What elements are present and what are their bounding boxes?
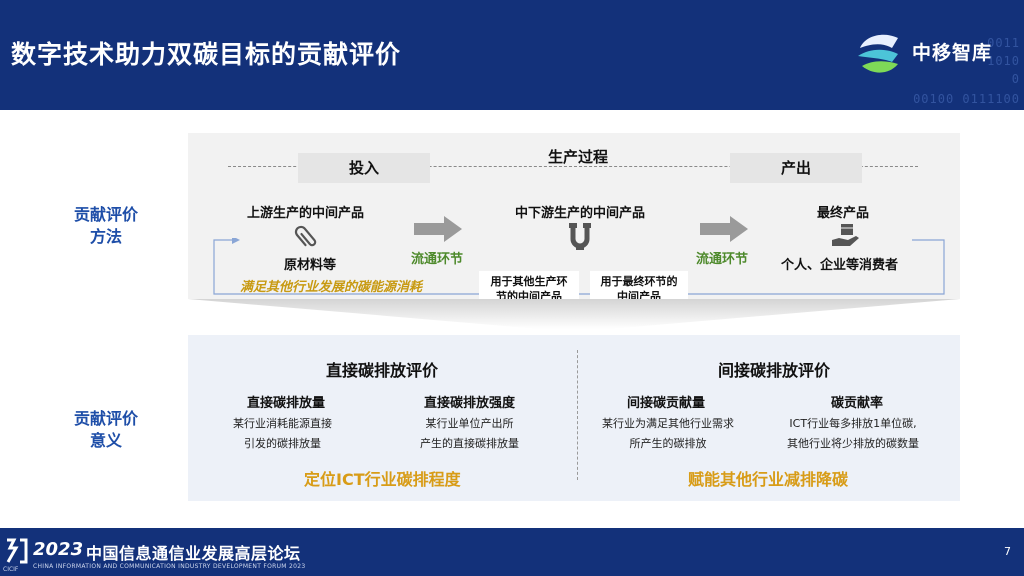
stage-output: 产出 (730, 153, 862, 183)
direct-amount-desc-2: 引发的碳排放量 (244, 437, 321, 450)
binary-decor-2: 1010 (987, 54, 1020, 68)
flow-arrow-icon (414, 216, 462, 242)
stage-divider-line (228, 166, 918, 167)
direct-amount-desc-1: 某行业消耗能源直接 (233, 417, 332, 430)
direct-conclusion: 定位ICT行业碳排程度 (304, 470, 461, 489)
final-product-sub: 个人、企业等消费者 (781, 258, 899, 273)
indirect-amount-desc-2: 所产生的碳排放 (629, 437, 707, 450)
feedback-loop-line (213, 238, 945, 295)
flow-label-1: 流通环节 (411, 252, 464, 267)
method-label-line1: 贡献评价 (73, 205, 138, 224)
feedback-text: 满足其他行业发展的碳能源消耗 (240, 280, 423, 295)
paperclip-icon (294, 225, 317, 247)
evaluation-panel (188, 335, 960, 501)
evaluation-divider (577, 350, 578, 480)
indirect-amount-title: 间接碳贡献量 (627, 396, 706, 411)
direct-intensity-desc-1: 某行业单位产出所 (425, 417, 514, 430)
indirect-conclusion: 赋能其他行业减排降碳 (688, 470, 849, 489)
upstream-product-title: 上游生产的中间产品 (247, 206, 365, 221)
direct-intensity-desc: 某行业单位产出所 产生的直接碳排放量 (420, 414, 519, 454)
indirect-amount-desc: 某行业为满足其他行业需求 所产生的碳排放 (602, 414, 734, 454)
contribution-rate-title: 碳贡献率 (831, 396, 884, 411)
forum-logo-icon (6, 538, 28, 564)
page-number: 7 (1004, 545, 1011, 558)
meaning-label-line2: 意义 (89, 431, 122, 450)
contribution-rate-desc-1: ICT行业每多排放1单位碳, (789, 417, 917, 430)
stage-input: 投入 (298, 153, 430, 183)
binary-decor-4: 00100 0111100 (913, 92, 1020, 106)
slide-footer: 2023 中国信息通信业发展高层论坛 CHINA INFORMATION AND… (0, 528, 1024, 576)
use-final-line1: 用于最终环节的 (600, 275, 678, 288)
final-product-title: 最终产品 (817, 206, 870, 221)
direct-intensity-title: 直接碳排放强度 (424, 396, 516, 411)
flow-arrow-icon-2 (700, 216, 748, 242)
hand-box-icon (832, 224, 859, 246)
direct-amount-title: 直接碳排放量 (247, 396, 326, 411)
use-other-line1: 用于其他生产环 (490, 275, 568, 288)
brand-logo-icon (858, 34, 898, 73)
pipe-magnet-icon (569, 223, 591, 250)
direct-amount-desc: 某行业消耗能源直接 引发的碳排放量 (233, 414, 332, 454)
upstream-product-sub: 原材料等 (284, 258, 337, 273)
indirect-amount-desc-1: 某行业为满足其他行业需求 (602, 417, 734, 430)
binary-decor-3: 0 (1011, 72, 1020, 86)
slide-title: 数字技术助力双碳目标的贡献评价 (11, 40, 402, 69)
midstream-product-title: 中下游生产的中间产品 (515, 206, 646, 221)
slide-header: 数字技术助力双碳目标的贡献评价 0011 1010 0 00100 011110… (0, 0, 1024, 110)
forum-year: 2023 (33, 539, 84, 560)
meaning-label: 贡献评价 意义 (66, 408, 146, 452)
contribution-rate-desc-2: 其他行业将少排放的碳数量 (787, 437, 919, 450)
binary-decor-1: 0011 (987, 36, 1020, 50)
forum-abbr: CICIF (3, 566, 19, 573)
indirect-eval-title: 间接碳排放评价 (718, 361, 831, 380)
method-label: 贡献评价 方法 (66, 204, 146, 248)
forum-subtitle: CHINA INFORMATION AND COMMUNICATION INDU… (33, 563, 306, 570)
direct-eval-title: 直接碳排放评价 (326, 361, 439, 380)
brand-name: 中移智库 (912, 42, 993, 64)
funnel-shadow (188, 299, 960, 329)
meaning-label-line1: 贡献评价 (73, 409, 138, 428)
forum-title: 中国信息通信业发展高层论坛 (86, 544, 301, 563)
stage-production: 生产过程 (548, 148, 609, 166)
brand-logo: 中移智库 (852, 26, 1022, 82)
method-label-line2: 方法 (89, 227, 122, 246)
flow-label-2: 流通环节 (696, 252, 749, 267)
direct-intensity-desc-2: 产生的直接碳排放量 (420, 437, 519, 450)
contribution-rate-desc: ICT行业每多排放1单位碳, 其他行业将少排放的碳数量 (787, 414, 919, 454)
